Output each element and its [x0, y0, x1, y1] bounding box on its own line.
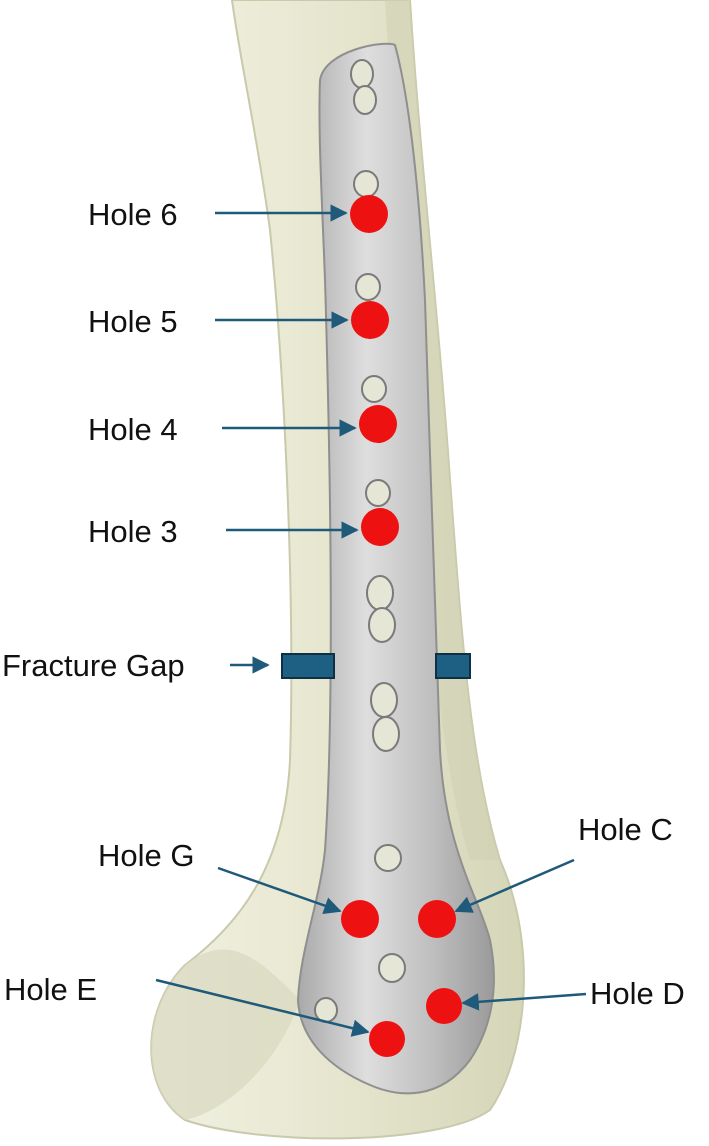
plate-hole — [372, 716, 400, 752]
screw-marker-hole-c — [418, 900, 456, 938]
arrow-hole-e — [155, 978, 370, 1037]
screw-marker-hole-5 — [351, 301, 389, 339]
plate-hole — [370, 682, 398, 718]
plate-hole — [353, 170, 379, 198]
arrow-hole-g — [217, 866, 342, 915]
fracture-gap-markers — [281, 653, 471, 679]
label-hole-5: Hole 5 — [88, 304, 178, 339]
label-hole-4: Hole 4 — [88, 412, 178, 447]
bone-plate — [296, 42, 495, 1095]
plate-hole — [314, 997, 338, 1023]
arrow-hole-d — [461, 992, 587, 1011]
plate-hole — [365, 479, 391, 507]
plate-hole — [374, 844, 402, 872]
label-hole-6: Hole 6 — [88, 197, 178, 232]
screw-marker-hole-4 — [359, 405, 397, 443]
plate-hole — [366, 575, 394, 611]
label-hole-g: Hole G — [98, 838, 194, 873]
label-fracture-gap: Fracture Gap — [2, 648, 185, 683]
screw-marker-hole-e — [369, 1021, 405, 1057]
label-hole-d: Hole D — [590, 976, 685, 1011]
plate-hole — [353, 85, 377, 115]
plate-hole — [350, 59, 374, 89]
arrow-hole-c — [454, 858, 575, 913]
label-hole-e: Hole E — [4, 972, 97, 1007]
plate-hole — [368, 607, 396, 643]
screw-marker-hole-6 — [350, 195, 388, 233]
screw-marker-hole-d — [426, 988, 462, 1024]
fracture-gap-bar-left — [281, 653, 335, 679]
label-hole-3: Hole 3 — [88, 514, 178, 549]
screw-marker-hole-g — [341, 900, 379, 938]
plate-hole — [378, 953, 406, 983]
plate-hole — [361, 375, 387, 403]
screw-marker-hole-3 — [361, 508, 399, 546]
fracture-gap-bar-right — [435, 653, 471, 679]
plate-hole — [355, 273, 381, 301]
label-hole-c: Hole C — [578, 812, 673, 847]
